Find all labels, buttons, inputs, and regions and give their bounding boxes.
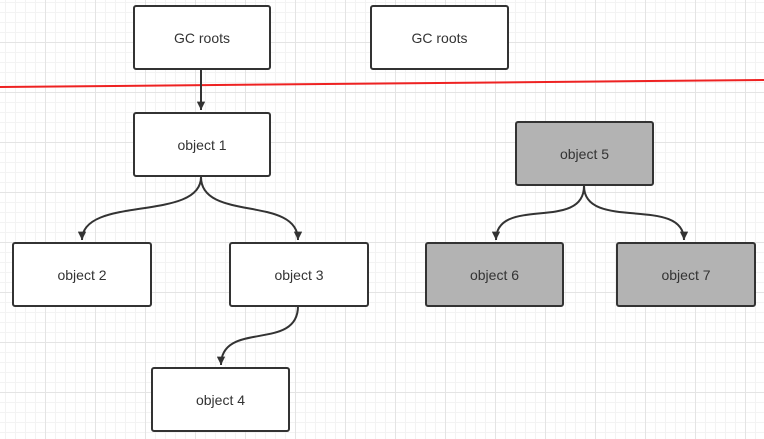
object-2-node[interactable]: object 2 — [12, 242, 152, 307]
object-5-node[interactable]: object 5 — [515, 121, 654, 186]
edge-object5-to-object7 — [583, 185, 689, 241]
object-1-node[interactable]: object 1 — [133, 112, 271, 177]
edge-object1-to-object3 — [200, 176, 303, 241]
object-4-node[interactable]: object 4 — [151, 367, 290, 432]
edge-object1-to-object2 — [77, 176, 202, 241]
gc-roots-node-left[interactable]: GC roots — [133, 5, 271, 70]
object-3-node[interactable]: object 3 — [229, 242, 369, 307]
object-7-node[interactable]: object 7 — [616, 242, 756, 307]
gc-roots-node-right[interactable]: GC roots — [370, 5, 509, 70]
gc-roots-boundary-line — [0, 79, 764, 88]
edge-object3-to-object4 — [216, 305, 299, 366]
object-6-node[interactable]: object 6 — [425, 242, 564, 307]
edge-object5-to-object6 — [491, 185, 585, 241]
